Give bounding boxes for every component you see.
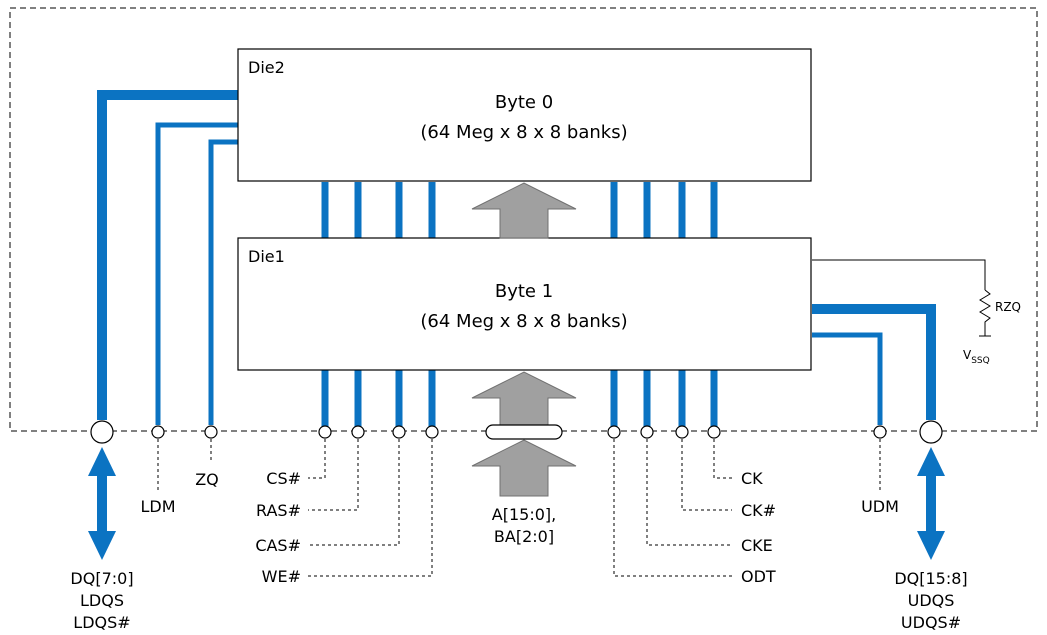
- udm-bus: [812, 332, 883, 425]
- die1-to-pin-control-lines: [321, 370, 718, 427]
- upper-dq-pin: [919, 420, 943, 444]
- address-label-line1: A[15:0],: [492, 505, 556, 524]
- lower-dq-pin: [90, 420, 114, 444]
- udm-pin: [873, 425, 887, 439]
- address-arrow-to-die1: [471, 371, 577, 428]
- cke-pin: [640, 425, 654, 439]
- ldm-pin: [151, 425, 165, 439]
- we-pin: [425, 425, 439, 439]
- lower-dq-label-line1: DQ[7:0]: [70, 569, 133, 588]
- address-arrow-input: [471, 439, 577, 497]
- ck-pin: [707, 425, 721, 439]
- ldm-bus: [155, 122, 240, 425]
- die2-byte-label: Byte 0: [495, 92, 553, 113]
- die1-label: Die1: [248, 247, 285, 266]
- upper-dq-bidir-arrow: [917, 447, 945, 560]
- we-label: WE#: [262, 567, 301, 586]
- cas-pin: [392, 425, 406, 439]
- rzq-label: RZQ: [995, 300, 1021, 314]
- die1-org-label: (64 Meg x 8 x 8 banks): [420, 311, 627, 332]
- cas-label: CAS#: [255, 536, 301, 555]
- inter-die-control-lines: [321, 182, 718, 238]
- ck-label: CK: [741, 469, 763, 488]
- die2-org-label: (64 Meg x 8 x 8 banks): [420, 122, 627, 143]
- udm-label: UDM: [861, 497, 899, 516]
- zq-bus: [208, 139, 240, 425]
- zq-label: ZQ: [195, 470, 219, 489]
- cs-label: CS#: [266, 469, 301, 488]
- zq-pin: [204, 425, 218, 439]
- address-pin: [485, 424, 563, 440]
- die1-byte-label: Byte 1: [495, 281, 553, 302]
- ras-label: RAS#: [256, 501, 301, 520]
- cke-label: CKE: [741, 536, 773, 555]
- upper-dq-label-line2: UDQS: [908, 591, 955, 610]
- signal-leader-lines: [157, 439, 881, 577]
- upper-dq-label-line1: DQ[15:8]: [894, 569, 967, 588]
- die2-label: Die2: [248, 58, 285, 77]
- package-pins: [90, 420, 943, 444]
- odt-label: ODT: [741, 567, 776, 586]
- address-label-line2: BA[2:0]: [494, 527, 554, 546]
- ckn-pin: [675, 425, 689, 439]
- upper-dq-bus: [812, 304, 936, 420]
- cs-pin: [318, 425, 332, 439]
- vssq-label: VSSQ: [963, 348, 990, 366]
- die2-box: Die2 Byte 0 (64 Meg x 8 x 8 banks): [237, 48, 812, 182]
- odt-pin: [607, 425, 621, 439]
- ckn-label: CK#: [741, 501, 776, 520]
- lower-dq-bus: [97, 90, 240, 420]
- lower-dq-label-line3: LDQS#: [73, 613, 130, 632]
- upper-dq-label-line3: UDQS#: [901, 613, 961, 632]
- lower-dq-label-line2: LDQS: [80, 591, 124, 610]
- die1-box: Die1 Byte 1 (64 Meg x 8 x 8 banks): [237, 237, 812, 371]
- address-arrow-inter-die: [471, 182, 577, 239]
- rzq-resistor: RZQ VSSQ: [812, 259, 1021, 366]
- lower-dq-bidir-arrow: [88, 447, 116, 560]
- ras-pin: [351, 425, 365, 439]
- ldm-label: LDM: [140, 497, 175, 516]
